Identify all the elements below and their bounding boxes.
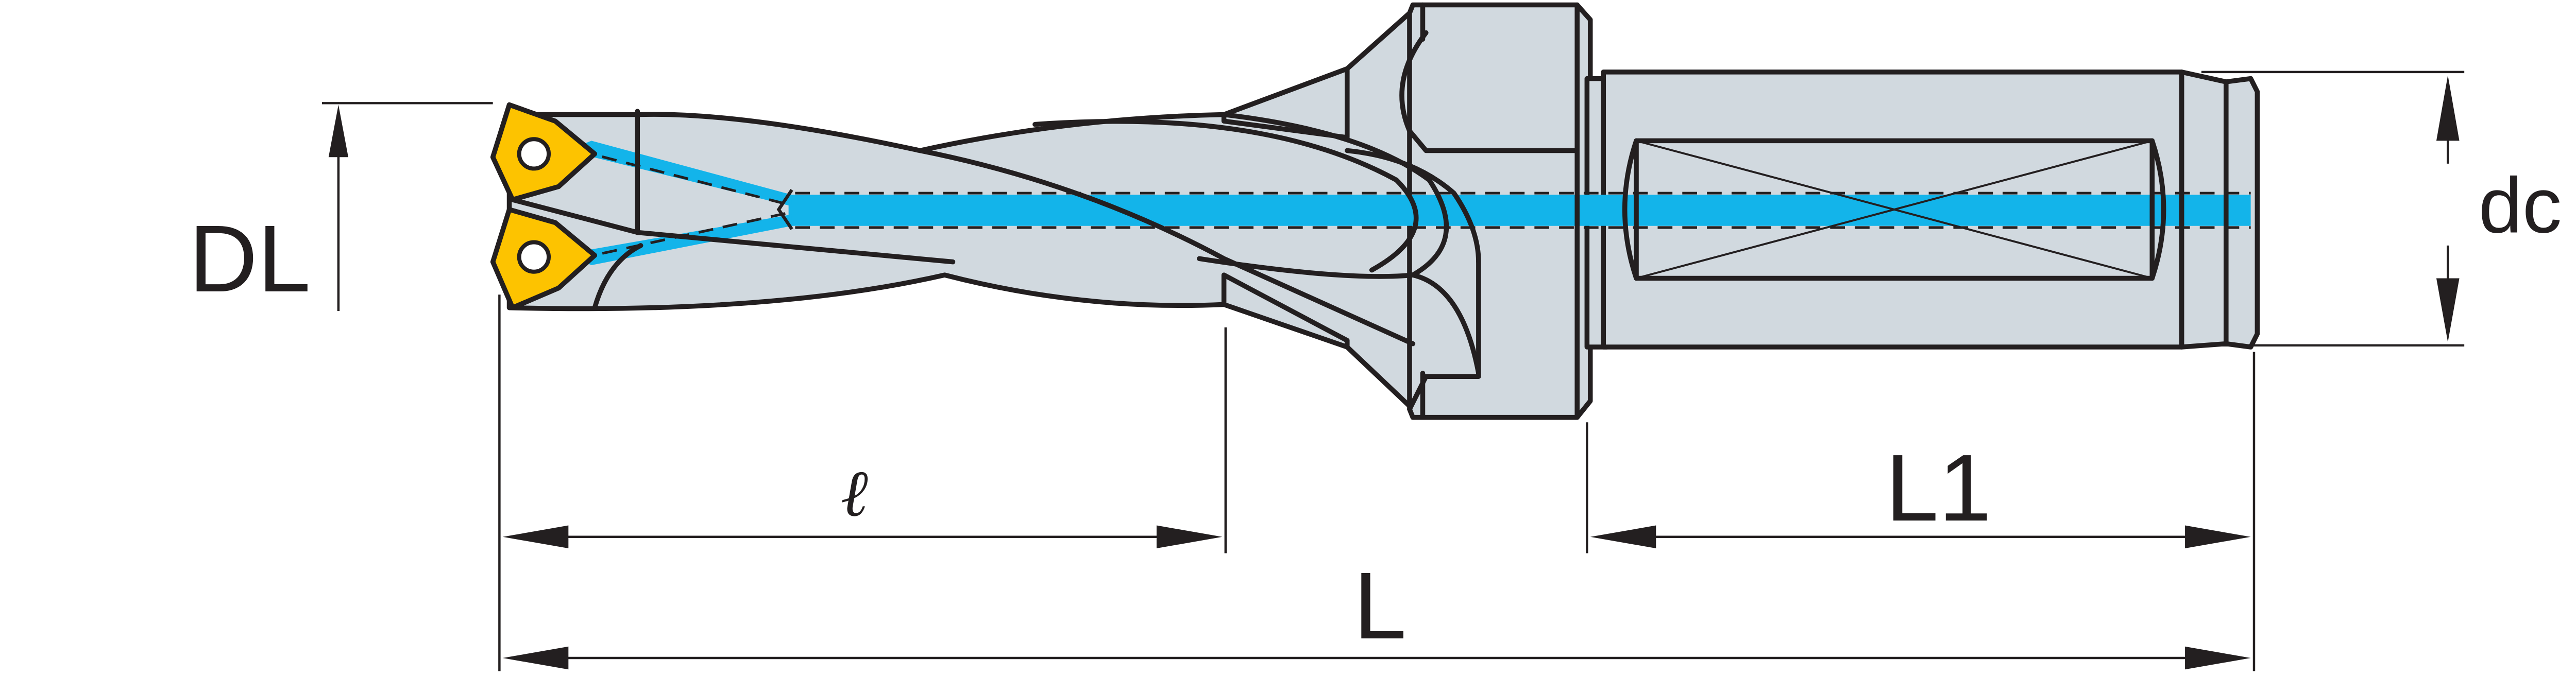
clamping-flat-cross (1636, 140, 2153, 280)
ell-arrow-right (1156, 525, 1223, 549)
dc-label: dc (2479, 162, 2562, 250)
transition-face-lower (1221, 272, 1350, 350)
flute-spiral-1 (917, 148, 1416, 346)
l-arrow-left (502, 646, 569, 670)
clamping-flat-diagonal-2 (1636, 140, 2153, 280)
transition-face-upper (1221, 66, 1350, 140)
dc-arrow-up (2436, 75, 2460, 141)
dl-label: DL (189, 206, 310, 312)
dimension-lines (322, 71, 2465, 671)
flute-lines (510, 2, 2229, 420)
l1-arrow-right (2185, 525, 2251, 549)
flange-lower-recess (1407, 259, 1481, 412)
insert-screw-upper (517, 137, 551, 171)
l1-label: L1 (1886, 435, 1992, 541)
l-arrow-right (2185, 646, 2251, 670)
coolant-channels (567, 141, 2251, 266)
flute-spiral-5 (1345, 148, 1481, 265)
coolant-drill-point (776, 189, 793, 230)
dimension-arrows (328, 75, 2460, 670)
ell-arrow-left (502, 525, 569, 549)
flute-spiral-3 (1221, 112, 1449, 278)
lower-pocket-curve (592, 243, 643, 310)
insert-upper (490, 102, 598, 202)
insert-pocket-front (510, 197, 956, 265)
coolant-upper-line (578, 149, 789, 206)
l-label: L (1353, 553, 1406, 659)
dc-arrow-down (2436, 278, 2460, 342)
l1-arrow-left (1590, 525, 1656, 549)
flute-spiral-2 (1032, 118, 1419, 273)
dl-arrow-up (328, 105, 349, 158)
coolant-channel-main (788, 195, 2251, 226)
clamping-flat-left-arc (1622, 138, 1639, 281)
flute-spiral-4 (1197, 256, 1481, 376)
coolant-channel-lower (567, 214, 792, 266)
flange-upper-recess (1399, 30, 1580, 153)
clamping-flat-right-arc (2149, 138, 2166, 281)
insert-screw-lower (517, 240, 551, 274)
ell-label: ℓ (841, 458, 868, 530)
insert-lower (490, 207, 598, 310)
clamping-flat (1634, 138, 2155, 281)
